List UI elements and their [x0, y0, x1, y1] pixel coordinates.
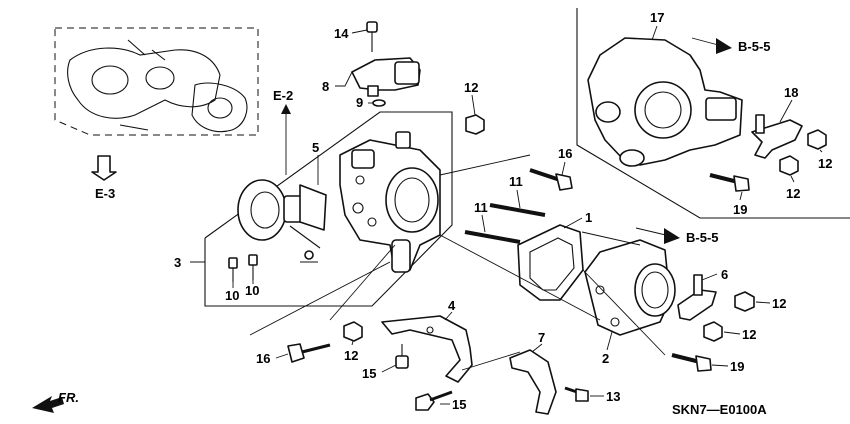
- bolt-19-lower: [671, 353, 712, 372]
- bolts-10: [228, 254, 258, 282]
- callout-9: 9: [356, 95, 363, 110]
- bolt-13: [564, 386, 589, 402]
- throttle-body: [339, 131, 441, 273]
- callout-15-upper: 15: [362, 366, 376, 381]
- callout-18: 18: [784, 85, 798, 100]
- nut-12-inset-a: [807, 129, 827, 150]
- throttle-body-17: [587, 37, 743, 167]
- callout-14: 14: [334, 26, 349, 41]
- callout-12-mid-b: 12: [742, 327, 756, 342]
- callout-5: 5: [312, 140, 319, 155]
- callout-1: 1: [585, 210, 592, 225]
- callout-12-mid-a: 12: [772, 296, 786, 311]
- callout-10-left: 10: [225, 288, 239, 303]
- nut-12-mid-a: [734, 291, 755, 312]
- bolt-16-upper: [529, 168, 573, 191]
- throttle-chamber-2: [584, 239, 676, 336]
- callout-11-upper: 11: [509, 174, 523, 189]
- bolt-15-upper: [395, 344, 409, 369]
- callout-19-inset: 19: [733, 202, 747, 217]
- map-sensor: [351, 57, 421, 97]
- callout-16-upper: 16: [558, 146, 572, 161]
- callout-12-top: 12: [464, 80, 478, 95]
- callout-numbers: 14 8 9 12 5 3 10 10 16 11 11 1 6 12 12 2…: [174, 10, 832, 412]
- gasket-1: [517, 224, 584, 301]
- reference-e3: E-3: [95, 186, 115, 201]
- bracket-18: [751, 114, 803, 159]
- bolt-14: [366, 21, 378, 52]
- nut-12-lower: [343, 321, 363, 342]
- alternate-type-inset-outline: [576, 8, 850, 219]
- bracket-4: [381, 315, 473, 383]
- bolt-15-lower: [415, 390, 453, 411]
- callout-19-lower: 19: [730, 359, 744, 374]
- callout-8: 8: [322, 79, 329, 94]
- callout-7: 7: [538, 330, 545, 345]
- callout-12-lower: 12: [344, 348, 358, 363]
- o-ring-9: [372, 99, 386, 107]
- bolt-19-inset: [709, 173, 750, 192]
- callout-3: 3: [174, 255, 181, 270]
- stud-bolts-11: [464, 203, 546, 244]
- callout-13: 13: [606, 389, 620, 404]
- callout-2: 2: [602, 351, 609, 366]
- callout-16-lower: 16: [256, 351, 270, 366]
- reference-b55-mid: B-5-5: [686, 230, 719, 245]
- callout-17: 17: [650, 10, 664, 25]
- nut-12-inset-b: [779, 155, 799, 176]
- callout-10-right: 10: [245, 283, 259, 298]
- callout-15-lower: 15: [452, 397, 466, 412]
- front-direction-arrow: [32, 396, 64, 413]
- callout-11-lower: 11: [474, 200, 488, 215]
- nut-12-mid-b: [703, 321, 723, 342]
- bracket-7: [509, 349, 557, 415]
- reference-b55-top: B-5-5: [738, 39, 771, 54]
- vacuum-actuator: [237, 179, 327, 263]
- bracket-6: [677, 274, 717, 321]
- intake-manifold-reference: [54, 27, 259, 136]
- e2-reference-arrow: [281, 104, 291, 175]
- bolt-16-lower: [287, 343, 331, 363]
- callout-6: 6: [721, 267, 728, 282]
- b55-mid-arrow: [635, 227, 680, 244]
- callout-12-inset-b: 12: [786, 186, 800, 201]
- b55-top-arrow: [691, 37, 732, 54]
- assembly-group-3-outline: [204, 111, 453, 307]
- reference-e2: E-2: [273, 88, 293, 103]
- diagram-code: SKN7—E0100A: [672, 402, 767, 417]
- callout-4: 4: [448, 298, 456, 313]
- e3-reference-arrow: [91, 155, 117, 181]
- callout-12-inset-a: 12: [818, 156, 832, 171]
- leader-lines: [190, 25, 823, 405]
- front-label: FR.: [58, 390, 79, 405]
- nut-12-top: [465, 114, 485, 135]
